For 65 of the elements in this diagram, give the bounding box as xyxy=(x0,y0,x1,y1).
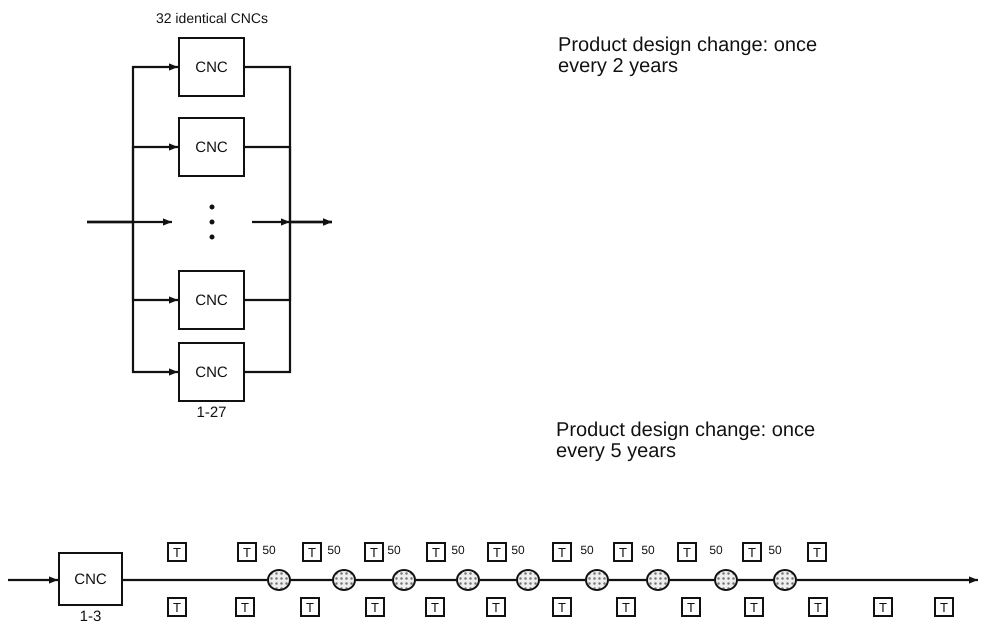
station-box: T xyxy=(613,542,633,562)
arrow xyxy=(87,220,178,376)
arrow xyxy=(8,576,58,584)
station-box: T xyxy=(808,597,828,617)
buffer-circle xyxy=(773,569,797,591)
machine-box: CNC xyxy=(178,342,245,402)
machine-box: CNC xyxy=(178,37,245,97)
connector-line xyxy=(738,578,773,582)
buffer-circle xyxy=(332,569,356,591)
connector-line xyxy=(480,578,516,582)
station-box: T xyxy=(365,597,385,617)
station-box: T xyxy=(616,597,636,617)
station-box: T xyxy=(235,597,255,617)
station-box: T xyxy=(425,597,445,617)
station-box: T xyxy=(487,542,507,562)
arrow xyxy=(245,218,332,374)
machine-count: 1-3 xyxy=(80,608,102,625)
capacity-label: 50 xyxy=(327,543,341,557)
station-box: T xyxy=(807,542,827,562)
buffer-circle xyxy=(516,569,540,591)
station-box: T xyxy=(552,597,572,617)
connector-line xyxy=(123,578,267,582)
connector-line xyxy=(670,578,714,582)
capacity-label: 50 xyxy=(511,543,525,557)
station-box: T xyxy=(364,542,384,562)
station-box: T xyxy=(934,597,954,617)
note-text: Product design change: once every 5 years xyxy=(556,420,816,462)
buffer-circle xyxy=(585,569,609,591)
capacity-label: 50 xyxy=(641,543,655,557)
station-box: T xyxy=(873,597,893,617)
station-box: T xyxy=(302,542,322,562)
station-box: T xyxy=(681,597,701,617)
station-box: T xyxy=(167,542,187,562)
station-box: T xyxy=(677,542,697,562)
connector-line xyxy=(416,578,456,582)
connector-line xyxy=(609,578,646,582)
machine-box: CNC xyxy=(178,117,245,177)
station-box: T xyxy=(167,597,187,617)
station-box: T xyxy=(552,542,572,562)
station-box: T xyxy=(237,542,257,562)
station-box: T xyxy=(300,597,320,617)
capacity-label: 50 xyxy=(580,543,594,557)
capacity-label: 50 xyxy=(387,543,401,557)
connector-line xyxy=(356,578,392,582)
buffer-circle xyxy=(456,569,480,591)
capacity-label: 50 xyxy=(768,543,782,557)
machine-box: CNC xyxy=(58,552,123,606)
station-box: T xyxy=(426,542,446,562)
buffer-circle xyxy=(714,569,738,591)
capacity-label: 50 xyxy=(262,543,276,557)
buffer-circle xyxy=(392,569,416,591)
capacity-label: 50 xyxy=(709,543,723,557)
capacity-label: 50 xyxy=(451,543,465,557)
buffer-circle xyxy=(646,569,670,591)
machine-count: 1-27 xyxy=(196,404,227,421)
station-box: T xyxy=(744,597,764,617)
connector-line xyxy=(291,578,332,582)
station-box: T xyxy=(486,597,506,617)
note-text: Product design change: once every 2 years xyxy=(558,35,818,77)
arrow xyxy=(797,576,978,584)
machine-box: CNC xyxy=(178,270,245,330)
connector-line xyxy=(540,578,585,582)
station-box: T xyxy=(742,542,762,562)
buffer-circle xyxy=(267,569,291,591)
group-heading: 32 identical CNCs xyxy=(156,10,268,26)
